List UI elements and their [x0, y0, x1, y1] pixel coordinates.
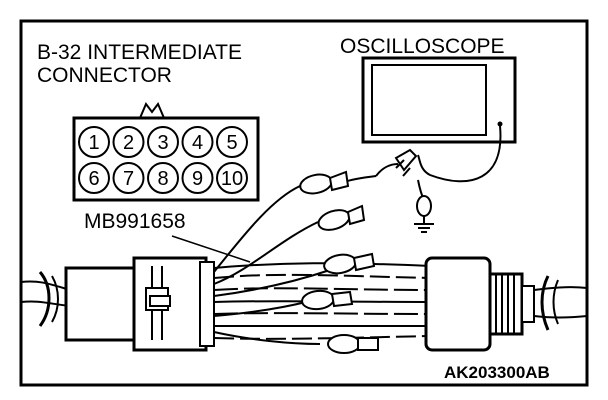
oscilloscope-screen [371, 64, 487, 136]
ground-clip [414, 179, 434, 233]
pin-number: 6 [88, 168, 99, 190]
oscilloscope-cable [417, 125, 502, 183]
clip-leads [213, 185, 331, 345]
left-connector [64, 256, 215, 352]
pin-circle [216, 126, 248, 158]
pin-number: 10 [221, 168, 243, 190]
connector-title-line1: B-32 INTERMEDIATE [37, 41, 242, 64]
alligator-clips [299, 170, 379, 354]
right-harness [533, 275, 588, 331]
right-connector [424, 256, 535, 352]
oscilloscope [361, 56, 517, 144]
pin-circle [181, 126, 214, 158]
pin-number: 4 [192, 132, 203, 154]
pin-circle [181, 162, 214, 194]
pin-circle [112, 126, 145, 158]
oscilloscope-label: OSCILLOSCOPE [340, 35, 505, 58]
tool-leader-line [171, 235, 251, 263]
pin-number: 9 [192, 168, 203, 190]
pin-circle [147, 162, 179, 194]
pin-number: 2 [123, 132, 134, 154]
pin-number: 3 [157, 132, 168, 154]
connector-pins-bottom: 6 7 8 9 10 [78, 162, 248, 194]
connector-title: B-32 INTERMEDIATE CONNECTOR [37, 42, 242, 88]
pin-number: 5 [226, 132, 237, 154]
oscilloscope-jack [497, 121, 503, 127]
pin-number: 8 [157, 168, 168, 190]
pin-number: 7 [123, 168, 134, 190]
tool-label: MB991658 [84, 210, 186, 233]
probe-plug [375, 148, 418, 177]
figure-code: AK203300AB [444, 363, 550, 382]
pin-circle [112, 162, 145, 194]
pin-circle [78, 126, 110, 158]
connector-pins-top: 1 2 3 4 5 [78, 126, 248, 158]
pin-number: 1 [88, 132, 99, 154]
pin-circle [216, 162, 248, 194]
connector-title-line2: CONNECTOR [37, 64, 172, 87]
pin-circle [147, 126, 179, 158]
pin-circle [78, 162, 110, 194]
